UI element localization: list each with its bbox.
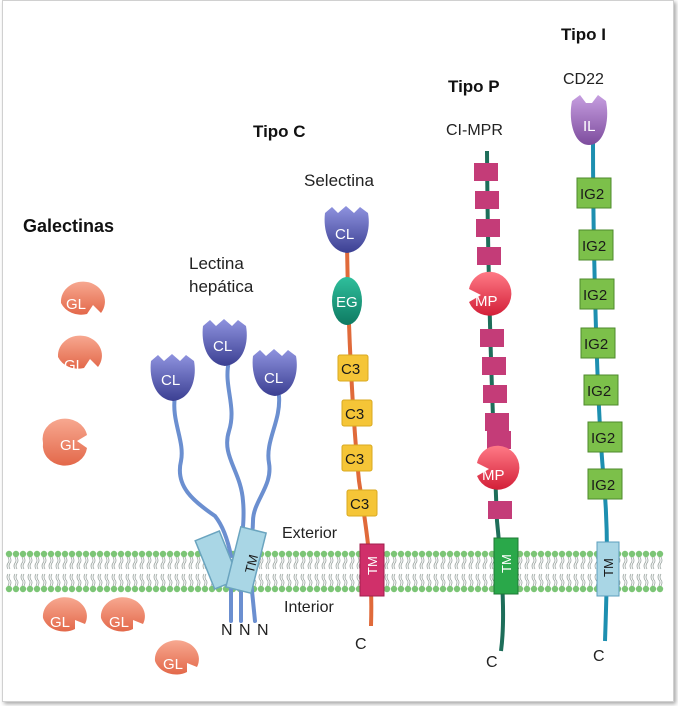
galectin-label: GL xyxy=(60,437,80,454)
galectin-label: GL xyxy=(66,296,86,313)
hepatic-tm-label: TM xyxy=(242,553,261,575)
heading-tipo-i: Tipo I xyxy=(561,25,606,44)
mpr-repeat-box xyxy=(483,385,507,403)
ig2-label: IG2 xyxy=(583,287,607,304)
ig2-domain: IG2 xyxy=(580,279,614,309)
mpr-repeat-box xyxy=(480,329,504,347)
tm-label: TM xyxy=(365,556,380,575)
cd22-tm: TM xyxy=(597,542,619,596)
cl-label: CL xyxy=(161,372,180,389)
galectin-label: GL xyxy=(50,614,70,631)
ig2-domain: IG2 xyxy=(581,328,615,358)
selectin: CL EG C3 C3 C3 C3 TM C xyxy=(325,206,384,653)
diagram-canvas: Galectinas Tipo C Tipo P Tipo I Lectina … xyxy=(3,1,675,703)
n-terminus-3: N xyxy=(257,622,269,639)
cd22-il: IL xyxy=(571,95,607,145)
n-terminus-1: N xyxy=(221,622,233,639)
eg-label: EG xyxy=(336,294,358,311)
galectins: GL GL GL GL GL GL xyxy=(43,282,199,675)
mpr-repeat-box xyxy=(477,247,501,265)
ig2-domain: IG2 xyxy=(588,469,622,499)
galectin-4: GL xyxy=(43,597,87,631)
hepatic-cl-2: CL xyxy=(203,319,247,366)
selectin-cl: CL xyxy=(325,206,369,253)
ig2-label: IG2 xyxy=(582,238,606,255)
selectin-c3-2: C3 xyxy=(342,400,372,426)
label-interior: Interior xyxy=(284,599,334,616)
tm-label: TM xyxy=(601,558,616,577)
ig2-label: IG2 xyxy=(591,430,615,447)
mpr-repeat-box xyxy=(475,191,499,209)
selectin-tm: TM xyxy=(360,544,384,596)
cell-membrane xyxy=(6,551,663,592)
hepatic-cl-3: CL xyxy=(253,349,297,396)
selectin-c3-3: C3 xyxy=(342,445,372,471)
galectin-6: GL xyxy=(155,640,199,674)
label-hepatica: hepática xyxy=(189,277,254,296)
lipid-bilayer xyxy=(6,551,663,592)
mpr-repeat-box xyxy=(476,219,500,237)
c3-label: C3 xyxy=(345,451,364,468)
label-lectina: Lectina xyxy=(189,254,244,273)
c-terminus-cd22: C xyxy=(593,648,605,665)
ig2-label: IG2 xyxy=(580,186,604,203)
ig2-domain: IG2 xyxy=(588,422,622,452)
c3-label: C3 xyxy=(350,496,369,513)
mp-label: MP xyxy=(482,467,505,484)
mpr-domain-2: MP xyxy=(477,446,519,490)
tm-label: TM xyxy=(499,554,514,573)
hepatic-tm-domains: TM xyxy=(195,527,266,593)
ci-mpr: MP MP TM C xyxy=(469,151,519,671)
cl-label: CL xyxy=(213,338,232,355)
c-terminus-mpr: C xyxy=(486,654,498,671)
galectin-3: GL xyxy=(43,419,87,466)
hepatic-cl-1: CL xyxy=(151,354,195,401)
c3-label: C3 xyxy=(341,361,360,378)
heading-tipo-p: Tipo P xyxy=(448,77,500,96)
galectin-label: GL xyxy=(109,614,129,631)
label-selectina: Selectina xyxy=(304,171,374,190)
ig2-label: IG2 xyxy=(587,383,611,400)
ig2-domain: IG2 xyxy=(579,230,613,260)
label-exterior: Exterior xyxy=(282,525,338,542)
mpr-repeat-box xyxy=(474,163,498,181)
galectin-label: GL xyxy=(64,357,84,374)
cl-label: CL xyxy=(264,370,283,387)
cl-label: CL xyxy=(335,226,354,243)
mpr-repeat-box xyxy=(485,413,509,431)
selectin-eg: EG xyxy=(332,277,362,325)
c3-label: C3 xyxy=(345,406,364,423)
mpr-repeat-box xyxy=(488,501,512,519)
label-cd22: CD22 xyxy=(563,71,604,88)
galectin-2: GL xyxy=(58,336,102,374)
mpr-repeat-box xyxy=(482,357,506,375)
c-terminus-selectin: C xyxy=(355,636,367,653)
mpr-domain-1: MP xyxy=(469,272,511,316)
ig2-domain: IG2 xyxy=(577,178,611,208)
label-ci-mpr: CI-MPR xyxy=(446,122,503,139)
heading-galectinas: Galectinas xyxy=(23,216,114,236)
galectin-1: GL xyxy=(61,282,105,315)
selectin-c3-4: C3 xyxy=(347,490,377,516)
mpr-tm: TM xyxy=(494,538,518,594)
galectin-5: GL xyxy=(101,597,145,631)
mp-label: MP xyxy=(475,293,498,310)
ig2-domain: IG2 xyxy=(584,375,618,405)
selectin-c3-1: C3 xyxy=(338,355,368,381)
ig2-label: IG2 xyxy=(584,336,608,353)
heading-tipo-c: Tipo C xyxy=(253,122,306,141)
ig2-label: IG2 xyxy=(591,477,615,494)
galectin-label: GL xyxy=(163,656,183,673)
il-label: IL xyxy=(583,118,596,135)
n-terminus-2: N xyxy=(239,622,251,639)
